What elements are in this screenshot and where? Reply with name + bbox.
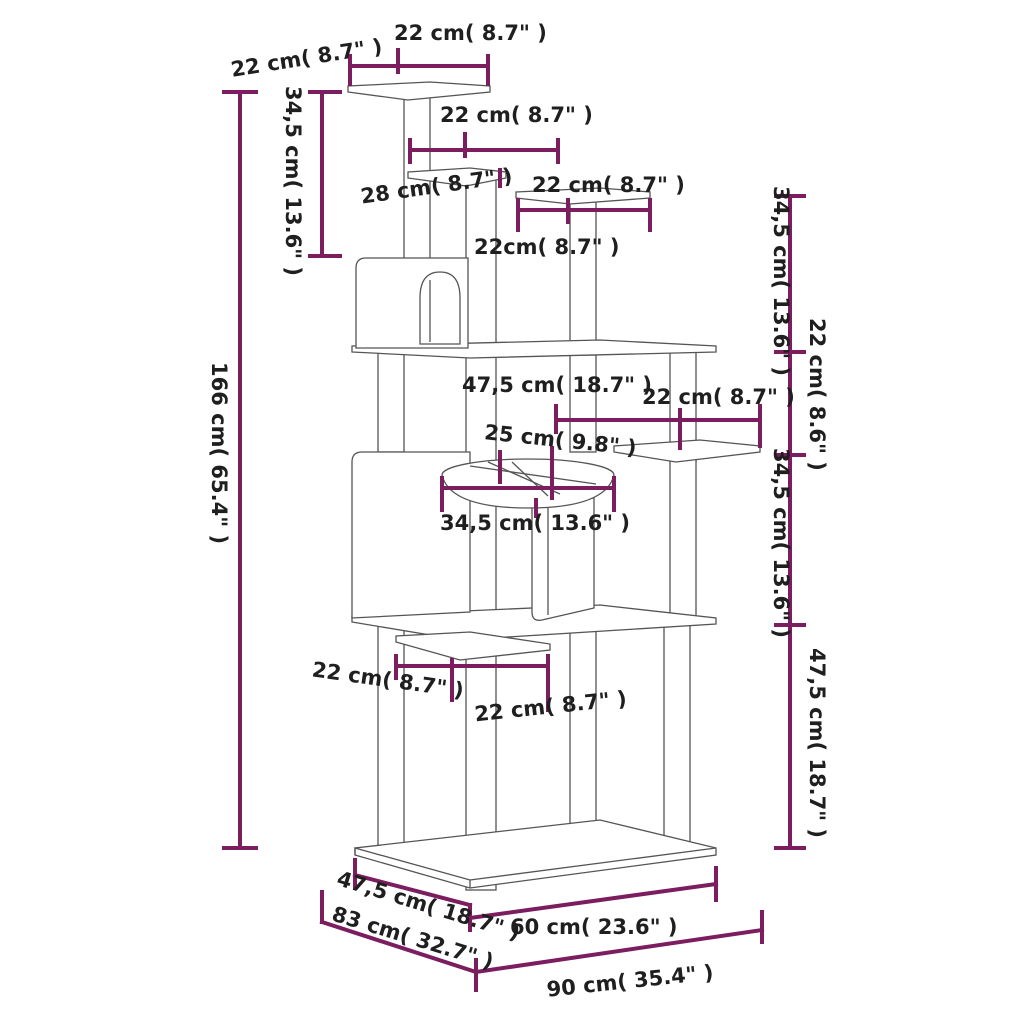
second-platform <box>407 167 507 187</box>
top-platform-depth-label: 22 cm( 8.7" ) <box>229 34 384 82</box>
post <box>465 179 497 356</box>
top-post-height-label: 34,5 cm( 13.6" ) <box>281 86 305 276</box>
hammock-width-label: 34,5 cm( 13.6" ) <box>440 511 630 535</box>
hammock-depth-label: 25 cm( 9.8" ) <box>483 420 637 460</box>
right-upper-height-label: 34,5 cm( 13.6" ) <box>769 186 793 376</box>
post <box>377 619 405 849</box>
post <box>569 351 597 453</box>
base-width-label: 60 cm( 23.6" ) <box>510 915 677 939</box>
post <box>569 199 597 356</box>
top-platform <box>347 81 491 101</box>
overall-width-label: 90 cm( 35.4" ) <box>546 960 715 1001</box>
post <box>669 454 697 626</box>
top-platform-width-label: 22 cm( 8.7" ) <box>394 21 547 45</box>
base-height-label: 47,5 cm( 18.7" ) <box>805 648 829 838</box>
condo-opening <box>419 271 461 345</box>
third-platform-depth-label: 22cm( 8.7" ) <box>474 235 620 259</box>
post <box>663 619 691 851</box>
post <box>569 619 597 826</box>
dimension-lines <box>222 48 806 992</box>
side-shelf-length-label: 47,5 cm( 18.7" ) <box>462 373 652 397</box>
base-board <box>354 819 717 889</box>
post <box>377 351 405 453</box>
side-shelf-width-label: 22 cm( 8.7" ) <box>642 385 795 409</box>
total-height-label: 166 cm( 65.4" ) <box>207 362 231 544</box>
right-middle-gap-label: 22 cm( 8.6" ) <box>805 318 829 471</box>
third-platform-width-label: 22 cm( 8.7" ) <box>532 173 685 197</box>
right-lower-height-label: 34,5 cm( 13.6" ) <box>769 448 793 638</box>
hammock-basket <box>441 474 615 509</box>
cat-tree-drawing <box>347 81 761 891</box>
step-platform <box>395 631 551 661</box>
second-platform-width-label: 22 cm( 8.7" ) <box>440 103 593 127</box>
